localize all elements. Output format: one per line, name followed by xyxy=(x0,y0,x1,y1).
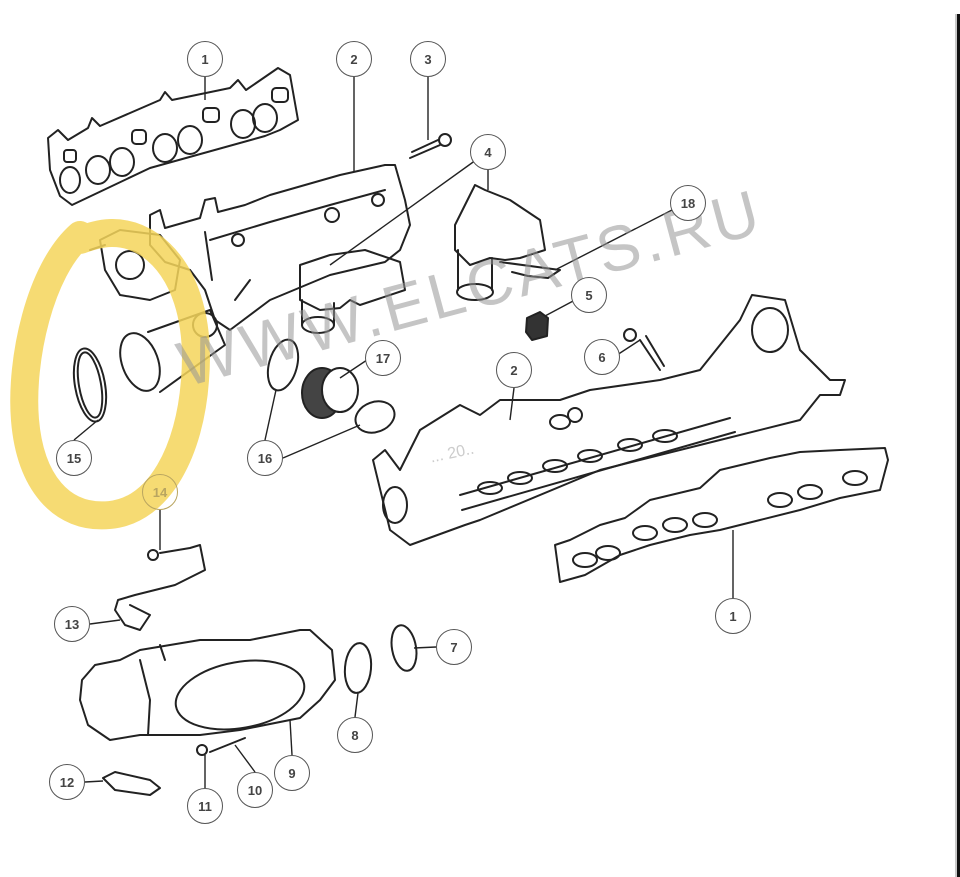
callout-5: 5 xyxy=(571,277,607,313)
page-edge-shadow xyxy=(955,14,957,877)
bolt-11 xyxy=(196,744,208,756)
callout-4: 4 xyxy=(470,134,506,170)
seal-ring-8 xyxy=(343,642,373,694)
callout-1-lower: 1 xyxy=(715,598,751,634)
callout-16: 16 xyxy=(247,440,283,476)
gasket-upper xyxy=(47,67,299,206)
gasket-12 xyxy=(102,771,161,796)
callout-10: 10 xyxy=(237,772,273,808)
callout-1: 1 xyxy=(187,41,223,77)
callout-14: 14 xyxy=(142,474,178,510)
intake-manifold-right xyxy=(372,294,846,546)
bolt-3 xyxy=(409,133,452,159)
bracket-13 xyxy=(114,544,206,631)
clip-5 xyxy=(525,311,549,341)
callout-17: 17 xyxy=(365,340,401,376)
callout-12: 12 xyxy=(49,764,85,800)
callout-7: 7 xyxy=(436,629,472,665)
gasket-lower xyxy=(554,447,889,583)
page-edge xyxy=(957,14,960,877)
seal-ring-7 xyxy=(390,624,418,672)
actuator-4 xyxy=(454,184,561,301)
bolt-6 xyxy=(623,328,665,371)
intake-manifold-left xyxy=(149,164,411,331)
actuator-on-manifold xyxy=(299,249,406,334)
callout-13: 13 xyxy=(54,606,90,642)
stud-10 xyxy=(209,737,246,753)
callout-3: 3 xyxy=(410,41,446,77)
egr-cooler xyxy=(79,629,336,741)
callout-6: 6 xyxy=(584,339,620,375)
sleeve-17 xyxy=(301,367,359,419)
callout-8: 8 xyxy=(337,717,373,753)
seal-ring-15 xyxy=(72,347,108,423)
leader-lines xyxy=(73,77,734,788)
callout-9: 9 xyxy=(274,755,310,791)
callout-2: 2 xyxy=(336,41,372,77)
callout-2-right: 2 xyxy=(496,352,532,388)
callout-15: 15 xyxy=(56,440,92,476)
highlight-loop xyxy=(10,219,210,530)
callout-11: 11 xyxy=(187,788,223,824)
callout-18: 18 xyxy=(670,185,706,221)
